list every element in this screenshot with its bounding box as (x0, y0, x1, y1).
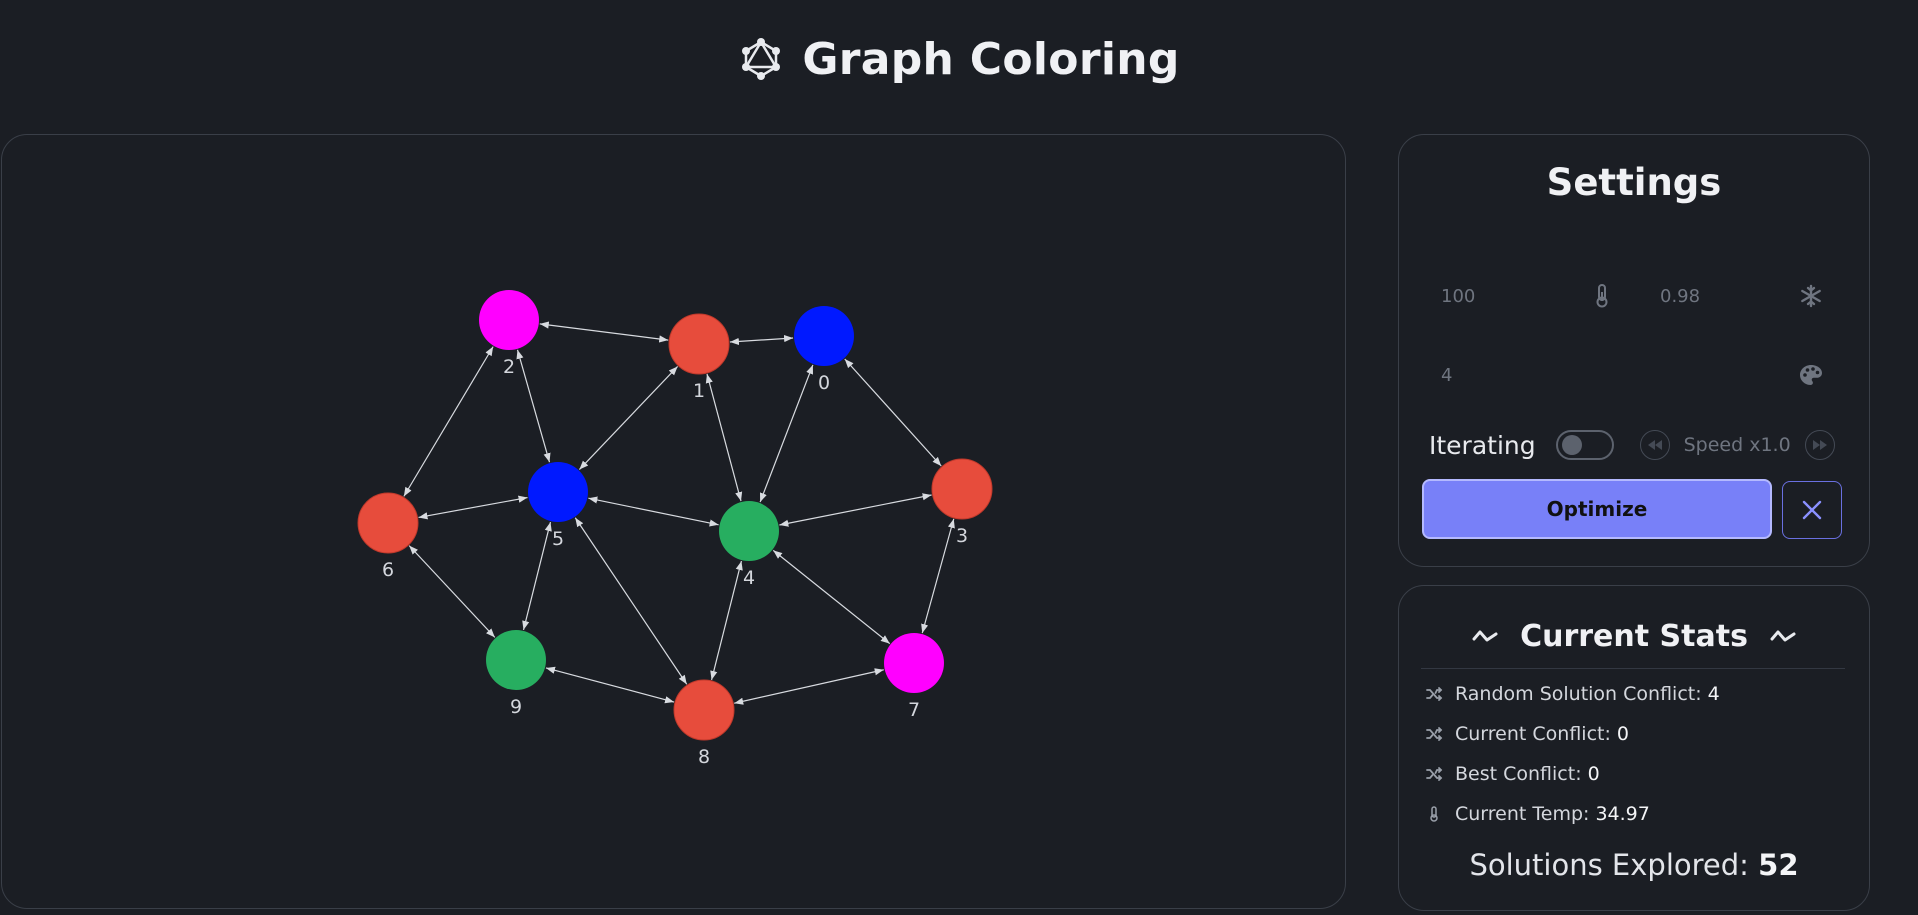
thermometer-icon (1589, 283, 1615, 309)
graph-edge-5-8 (574, 517, 688, 685)
speed-down-button[interactable] (1639, 430, 1670, 460)
palette-icon (1798, 362, 1824, 388)
graph-node-3[interactable] (931, 458, 993, 520)
reset-button[interactable] (1782, 481, 1842, 539)
activity-icon (1472, 630, 1498, 642)
settings-panel: Settings 100 0.98 4 Iterating Speed x1.0… (1398, 134, 1870, 567)
initial-temp-input[interactable]: 100 (1437, 274, 1615, 318)
iterating-label: Iterating (1429, 430, 1536, 460)
graph-edge-1-5 (578, 366, 679, 470)
graph-node-label: 7 (908, 699, 920, 721)
toggle-knob (1561, 435, 1582, 455)
graph-node-1[interactable] (668, 313, 730, 375)
cooling-rate-input[interactable]: 0.98 (1656, 274, 1824, 318)
num-colors-value[interactable]: 4 (1441, 364, 1453, 386)
graph-edge-6-9 (408, 545, 496, 638)
graph-edge-4-7 (772, 549, 891, 645)
fast-forward-icon (1812, 440, 1827, 450)
stat-best-conflict: Best Conflict: 0 (1425, 759, 1600, 789)
graph-edge-4-3 (779, 493, 932, 527)
iterating-toggle[interactable] (1555, 430, 1614, 460)
iterating-row: Iterating Speed x1.0 (1429, 425, 1849, 465)
stat-current-temp: Current Temp: 34.97 (1425, 799, 1650, 829)
cooling-rate-value[interactable]: 0.98 (1660, 285, 1701, 307)
stat-value: 0 (1587, 763, 1600, 785)
shuffle-icon (1425, 685, 1443, 703)
graph-edge-2-1 (539, 321, 669, 343)
stats-panel: Current Stats Random Solution Conflict: … (1398, 585, 1870, 911)
graph-edge-8-7 (734, 668, 884, 705)
graph-edge-1-4 (705, 373, 743, 502)
snowflake-icon (1798, 283, 1824, 309)
graph-node-label: 4 (743, 567, 755, 589)
graph-edge-5-4 (588, 496, 719, 527)
graph-node-label: 6 (382, 559, 394, 581)
graph-node-label: 9 (510, 696, 522, 718)
stat-value: 4 (1707, 683, 1720, 705)
graph-edge-5-9 (522, 521, 552, 631)
graph-edge-1-0 (729, 334, 794, 346)
stats-title: Current Stats (1520, 618, 1748, 654)
solutions-explored: Solutions Explored: 52 (1399, 848, 1869, 882)
shuffle-icon (1425, 765, 1443, 783)
graph-edge-6-5 (418, 495, 528, 520)
stat-current-conflict: Current Conflict: 0 (1425, 719, 1629, 749)
settings-title: Settings (1546, 161, 1722, 204)
graph-node-6[interactable] (357, 492, 419, 554)
solutions-explored-label: Solutions Explored: (1469, 848, 1749, 882)
num-colors-input[interactable]: 4 (1437, 353, 1824, 397)
speed-label: Speed x1.0 (1683, 434, 1791, 456)
graph-node-5[interactable] (528, 462, 588, 522)
graph-node-8[interactable] (673, 679, 735, 741)
solutions-explored-value: 52 (1758, 848, 1799, 882)
graph-node-2[interactable] (479, 290, 539, 350)
graph-edge-4-8 (710, 560, 743, 681)
graph-node-4[interactable] (719, 501, 779, 561)
graph-node-label: 8 (698, 746, 710, 768)
graph-edge-3-7 (921, 518, 955, 634)
close-icon (1802, 500, 1822, 520)
stat-random-conflict: Random Solution Conflict: 4 (1425, 679, 1720, 709)
graph-node-7[interactable] (884, 633, 944, 693)
graph-node-label: 1 (693, 380, 705, 402)
shuffle-icon (1425, 725, 1443, 743)
rewind-icon (1647, 440, 1662, 450)
speed-up-button[interactable] (1804, 430, 1835, 460)
graph-svg[interactable]: 0 1 2 3 4 5 6 7 8 9 (2, 135, 1347, 910)
graph-edge-2-5 (516, 349, 551, 463)
graph-canvas[interactable]: 0 1 2 3 4 5 6 7 8 9 (1, 134, 1346, 909)
app-header: Graph Coloring (0, 0, 1918, 118)
graph-node-label: 3 (956, 525, 968, 547)
stat-value: 34.97 (1595, 803, 1650, 825)
stat-value: 0 (1616, 723, 1629, 745)
graph-node-label: 2 (503, 356, 515, 378)
graph-node-9[interactable] (486, 630, 546, 690)
graph-node-0[interactable] (794, 306, 854, 366)
initial-temp-value[interactable]: 100 (1441, 285, 1476, 307)
graph-network-icon (742, 38, 781, 80)
stats-header: Current Stats (1399, 616, 1869, 656)
optimize-button[interactable]: Optimize (1422, 479, 1772, 539)
graph-edge-2-6 (403, 346, 494, 497)
thermometer-icon (1425, 805, 1443, 823)
graph-edge-0-4 (759, 364, 814, 503)
stats-divider (1421, 668, 1845, 669)
graph-node-label: 0 (818, 372, 830, 394)
page-title: Graph Coloring (802, 33, 1180, 85)
graph-node-label: 5 (552, 528, 564, 550)
activity-icon (1770, 630, 1796, 642)
graph-edge-0-3 (844, 358, 942, 467)
graph-edge-9-8 (545, 666, 675, 704)
